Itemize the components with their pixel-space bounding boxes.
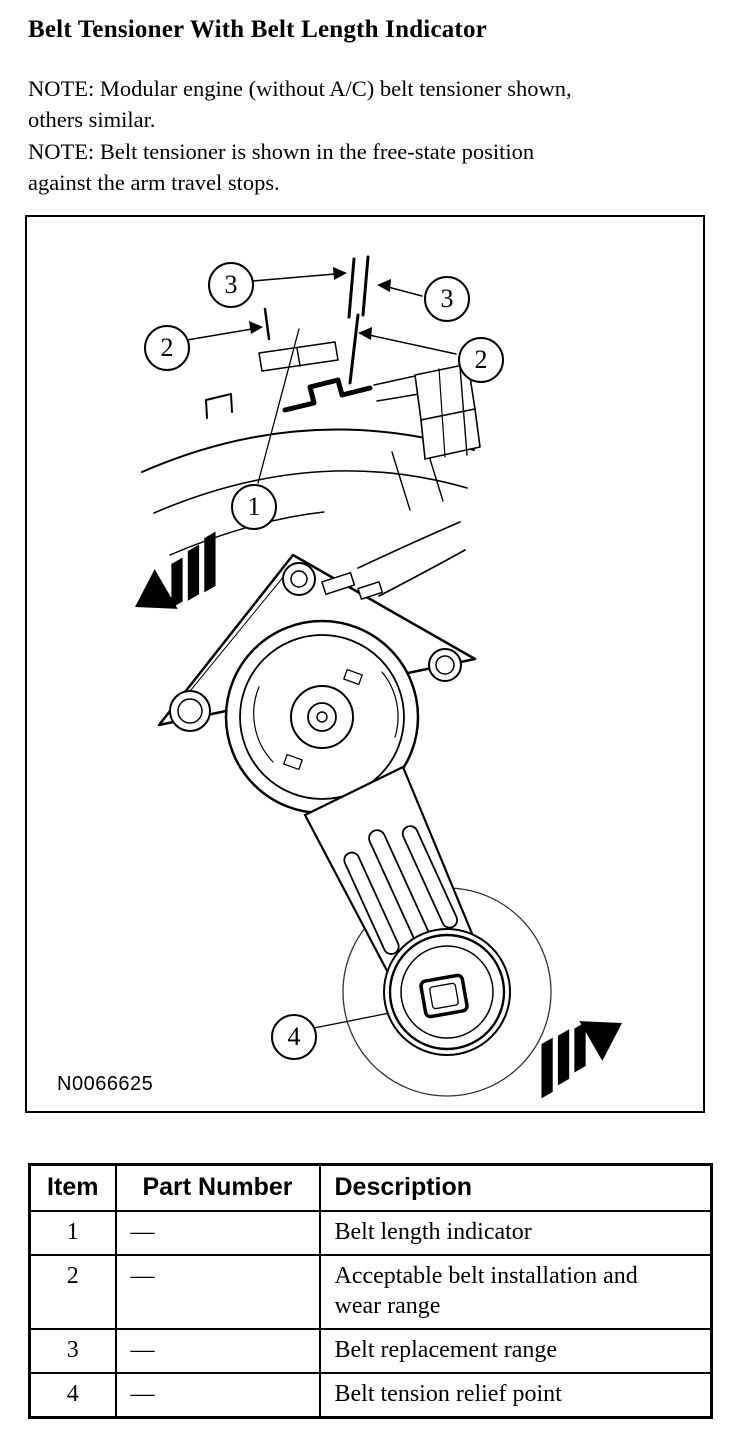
header-description: Description xyxy=(318,1163,713,1212)
leader-arrowhead xyxy=(377,279,391,292)
belt-indicator-marks xyxy=(205,255,373,419)
item-cell: 2 xyxy=(28,1254,117,1330)
callout-leaders xyxy=(186,267,457,1029)
note-free-state: NOTE: Belt tensioner is shown in the fre… xyxy=(28,138,535,195)
description-cell: Acceptable belt installation and wear ra… xyxy=(318,1254,713,1330)
item-cell: 4 xyxy=(28,1372,117,1419)
bolt-hole-right xyxy=(428,648,462,682)
pivot-hub xyxy=(290,685,354,749)
callout-1: 1 xyxy=(231,484,277,530)
table-row: 2 — Acceptable belt installation and wea… xyxy=(28,1254,713,1330)
leader-arrowhead xyxy=(333,267,347,280)
description-cell: Belt replacement range xyxy=(318,1328,713,1374)
rotation-arrow-lower-icon xyxy=(541,1021,622,1099)
part-number-cell: — xyxy=(114,1328,321,1374)
leader-arrowhead xyxy=(249,321,263,334)
relief-point-square xyxy=(419,973,469,1019)
part-number-cell: — xyxy=(114,1372,321,1419)
item-cell: 1 xyxy=(28,1210,117,1256)
description-cell: Belt tension relief point xyxy=(318,1372,713,1419)
callout-4: 4 xyxy=(271,1014,317,1060)
page-title: Belt Tensioner With Belt Length Indicato… xyxy=(28,16,487,43)
figure-box: 3 3 2 2 1 4 N0066625 xyxy=(25,215,705,1113)
table-header-row: Item Part Number Description xyxy=(28,1163,713,1212)
figure-number: N0066625 xyxy=(57,1073,154,1095)
table-row: 3 — Belt replacement range xyxy=(28,1328,713,1374)
table-row: 1 — Belt length indicator xyxy=(28,1210,713,1256)
item-cell: 3 xyxy=(28,1328,117,1374)
part-number-cell: — xyxy=(114,1254,321,1330)
callout-3-left: 3 xyxy=(208,262,254,308)
tensioner-diagram xyxy=(135,255,622,1099)
callout-3-right: 3 xyxy=(424,276,470,322)
table-row: 4 — Belt tension relief point xyxy=(28,1372,713,1419)
belt-run-boxes xyxy=(373,363,481,460)
rotation-arrow-upper-icon xyxy=(135,531,216,609)
header-item: Item xyxy=(28,1163,117,1212)
part-number-cell: — xyxy=(114,1210,321,1256)
callout-2-left: 2 xyxy=(144,325,190,371)
header-part-number: Part Number xyxy=(114,1163,321,1212)
bolt-hole-top xyxy=(282,562,316,596)
callout-2-right: 2 xyxy=(458,337,504,383)
tensioner-assembly xyxy=(157,553,552,1097)
note-modular-engine: NOTE: Modular engine (without A/C) belt … xyxy=(28,75,572,132)
leader-arrowhead xyxy=(358,327,372,340)
parts-table: Item Part Number Description 1 — Belt le… xyxy=(28,1163,713,1419)
bolt-hole-left xyxy=(169,690,211,732)
description-cell: Belt length indicator xyxy=(318,1210,713,1256)
